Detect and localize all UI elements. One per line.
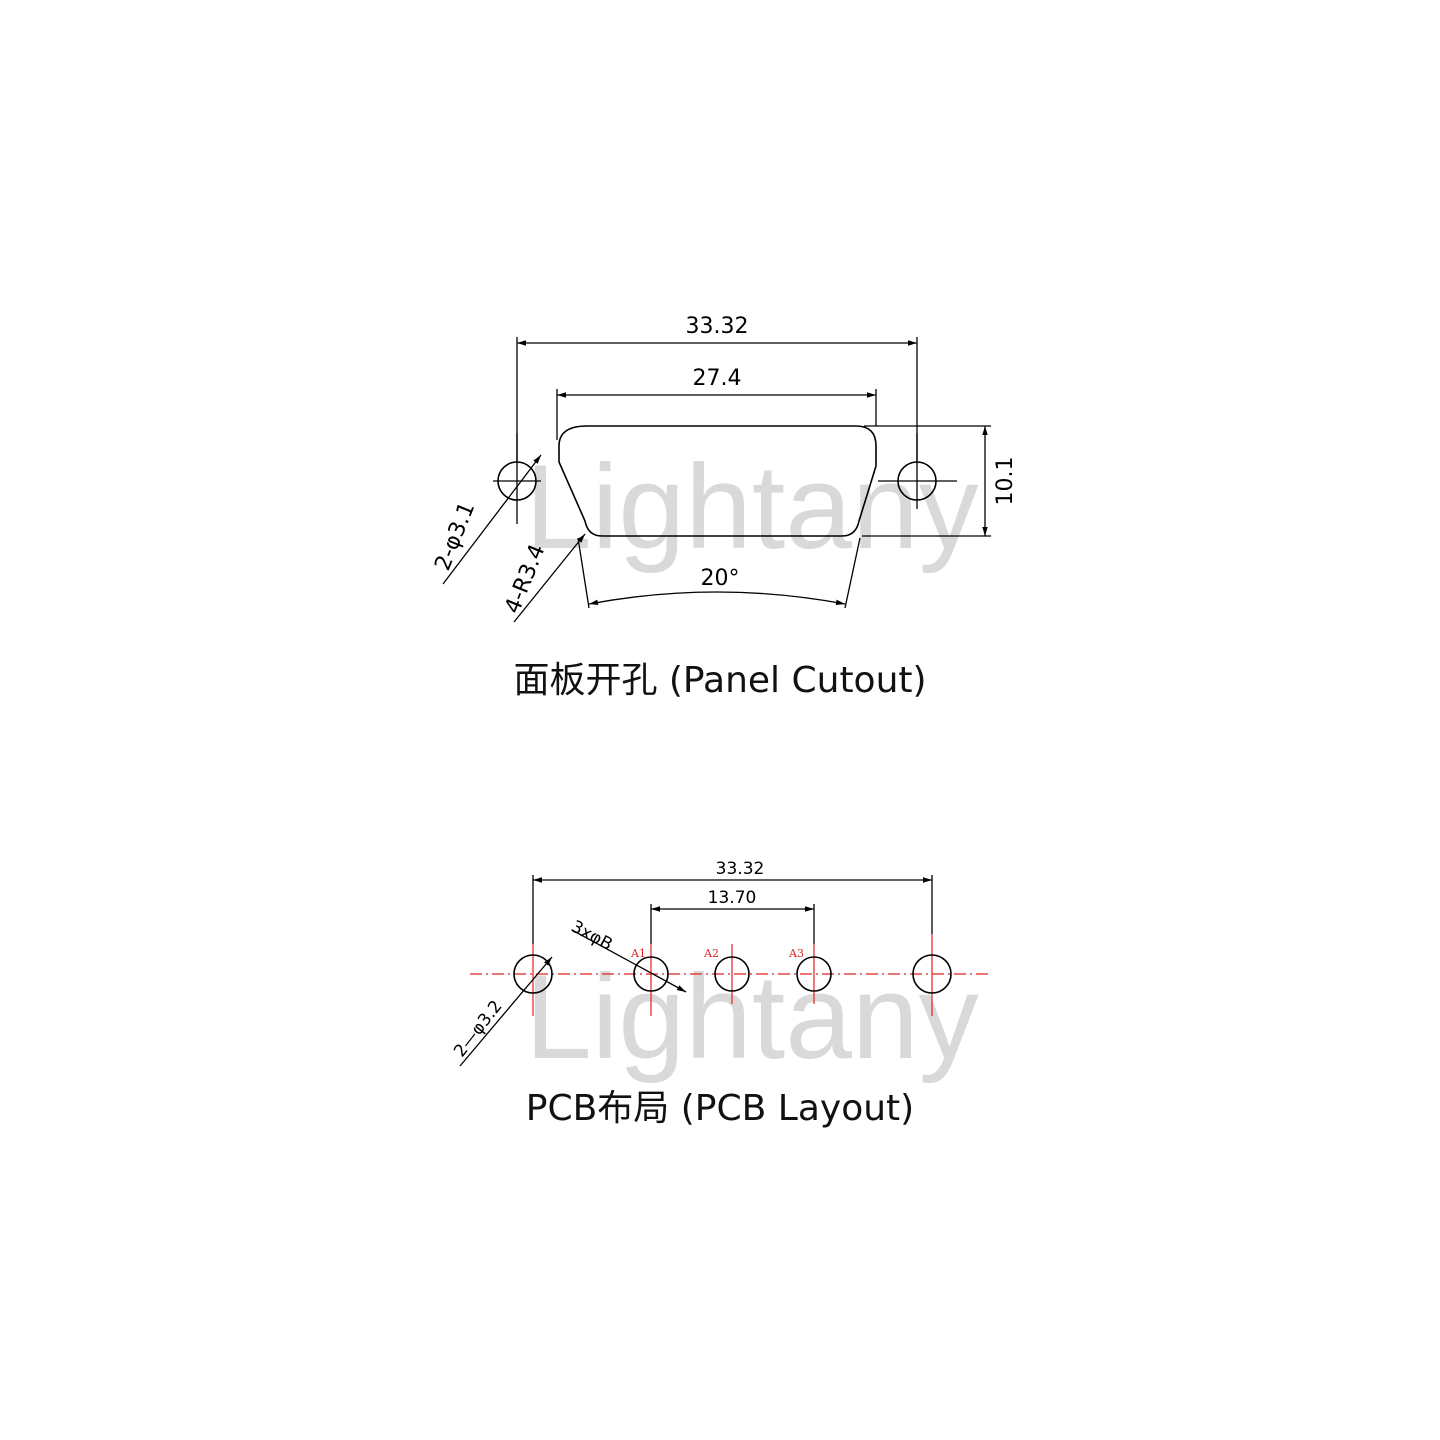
- pin-label-a3: A3: [788, 947, 804, 960]
- pcb-caption: PCB布局 (PCB Layout): [526, 1088, 914, 1129]
- dim-overall: 33.32: [686, 314, 749, 339]
- pcb-pin-hole-a2: [714, 956, 750, 992]
- pcb-dim-overall: 33.32: [716, 859, 765, 879]
- label-radius: 4-R3.4: [500, 541, 550, 617]
- pcb-mount-hole-right: [912, 954, 952, 994]
- watermark-bottom: Lightany: [525, 950, 979, 1084]
- pin-label-a2: A2: [703, 947, 719, 960]
- pin-label-a1: A1: [630, 947, 646, 960]
- watermark-top: Lightany: [525, 440, 979, 574]
- pcb-dim-pitch: 13.70: [708, 888, 757, 908]
- pcb-pin-hole-a1: [633, 956, 669, 992]
- dim-height: 10.1: [993, 457, 1018, 506]
- panel-cutout-drawing: 33.32 27.4 10.1 20° 2-φ3.1 4-R3.4 面板开孔 (…: [430, 314, 1018, 701]
- panel-caption: 面板开孔 (Panel Cutout): [513, 660, 926, 701]
- dim-angle: 20°: [701, 566, 740, 591]
- pcb-pin-hole-a3: [796, 956, 832, 992]
- label-holes: 2-φ3.1: [430, 499, 480, 575]
- pcb-mount-hole-left: [513, 954, 553, 994]
- dim-shell: 27.4: [693, 366, 742, 391]
- d-shell-outline: [558, 425, 877, 537]
- pcb-label-holes: 2—φ3.2: [450, 997, 506, 1061]
